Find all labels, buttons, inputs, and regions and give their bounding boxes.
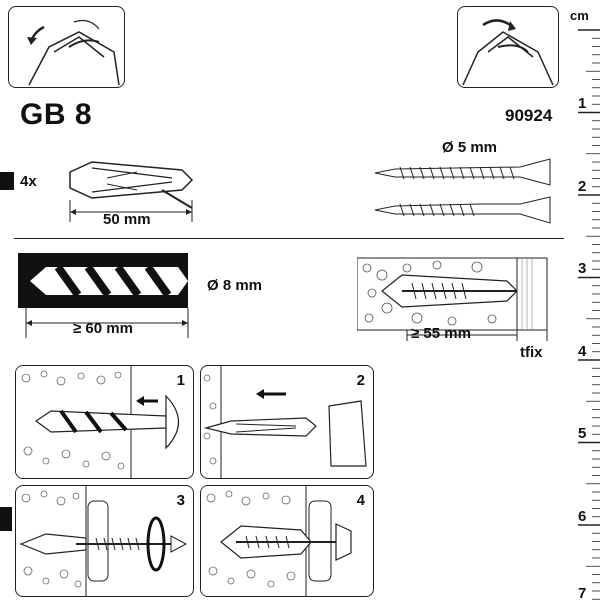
drill-diameter-label: Ø 8 mm (207, 277, 263, 294)
ruler-label-6: 6 (578, 508, 587, 525)
quantity-label: 4x (20, 173, 37, 190)
step-3-panel: 3 (15, 485, 194, 597)
step-4-number: 4 (356, 492, 365, 509)
fixture-thickness-label: tfix (520, 344, 543, 361)
ruler-label-5: 5 (578, 425, 587, 442)
ruler-label-7: 7 (578, 585, 587, 602)
ruler-label-3: 3 (578, 260, 587, 277)
open-package-illustration-left (8, 6, 125, 88)
screws-drawing (370, 155, 565, 235)
ruler-unit: cm (570, 8, 589, 23)
ruler-ticks (578, 29, 600, 600)
step-4-panel: 4 (200, 485, 374, 597)
step-1-panel: 1 (15, 365, 194, 479)
open-package-illustration-right (457, 6, 559, 88)
screw-diameter-label: Ø 5 mm (442, 139, 498, 156)
drill-bit-drawing (18, 253, 198, 343)
step-3-number: 3 (176, 492, 185, 509)
installed-anchor-drawing (357, 253, 557, 348)
step-2-number: 2 (356, 372, 365, 389)
ruler-label-1: 1 (578, 95, 587, 112)
quantity-marker (0, 172, 14, 190)
product-code: GB 8 (20, 98, 93, 131)
anchor-depth-label: ≥ 55 mm (411, 325, 471, 342)
ruler-label-2: 2 (578, 178, 587, 195)
step-1-number: 1 (176, 372, 185, 389)
wall-plug-drawing (62, 150, 202, 230)
cm-ruler (565, 0, 600, 600)
step-2-panel: 2 (200, 365, 374, 479)
drill-depth-label: ≥ 60 mm (73, 320, 133, 337)
ruler-label-4: 4 (578, 343, 587, 360)
plug-length-label: 50 mm (103, 211, 151, 228)
section-divider (14, 238, 564, 239)
page-marker (0, 507, 12, 531)
article-number: 90924 (505, 106, 553, 125)
